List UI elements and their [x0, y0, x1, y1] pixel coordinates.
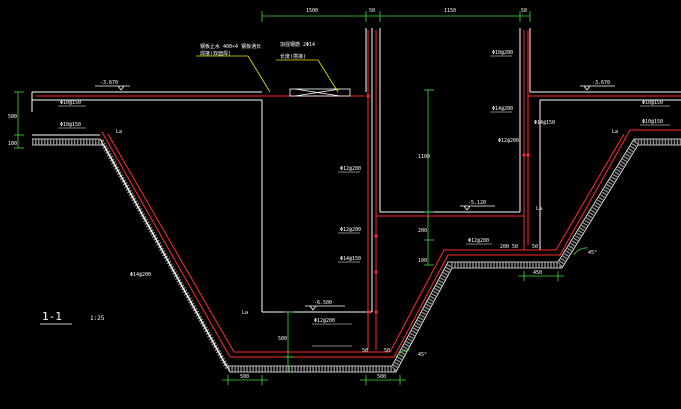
rebar-label-inner-step: Φ12@200 [468, 238, 489, 244]
leader-b-line2: 长度(搭接) [280, 53, 306, 60]
rebar-label-top-right: Φ10@150 [642, 100, 663, 106]
waterstop [289, 88, 351, 97]
dim-500-bottom-right: 500 [377, 374, 386, 380]
rebar-label-wall-mid: Φ12@200 [340, 166, 361, 172]
leader-a-line1: 钢板止水 400×4 钢板通长 [200, 43, 261, 50]
label-underlines [58, 55, 670, 347]
rebar-label-small-note: Φ14@150 [340, 256, 361, 262]
elev-top-right: -3.670 [592, 80, 610, 86]
cushion-edges [32, 138, 681, 373]
elev-inner-top: -5.120 [468, 200, 486, 206]
section-title-group: 1-1 1:25 [40, 310, 105, 325]
rebar-label-right-step: Φ12@200 [498, 138, 519, 144]
elevation-texts: -3.670 -3.670 -5.120 -6.500 [100, 80, 610, 306]
dim-450: 450 [533, 270, 542, 276]
angle-right-lower: 45° [418, 352, 427, 358]
rebar-label-slope-left: Φ14@200 [130, 272, 151, 278]
rebar-label-right-wall-b: Φ14@200 [492, 106, 513, 112]
la-mark-right: La [612, 129, 618, 135]
dim-100: 100 [418, 258, 427, 264]
dim-1150: 1150 [444, 8, 456, 14]
dimension-lines [14, 11, 589, 385]
dim-500-mid: 500 [278, 336, 287, 342]
rebar-dots [366, 94, 530, 314]
dim-50-left: 50 [369, 8, 375, 14]
elevation-markers [95, 85, 615, 311]
rebar-label-far-right: Φ10@150 [642, 119, 663, 125]
dim-500-bottom-left: 500 [240, 374, 249, 380]
elev-top-left: -3.670 [100, 80, 118, 86]
dim-50-bottom-right: 50 [384, 348, 390, 354]
section-title: 1-1 [42, 310, 62, 323]
leader-a-line2: 焊接(双面焊) [200, 50, 231, 57]
angle-right-upper: 45° [588, 250, 597, 256]
dim-1500: 1500 [306, 8, 318, 14]
dimension-texts: 1500 50 1150 50 500 100 1100 200 100 500… [8, 8, 542, 380]
dim-50-right: 50 [521, 8, 527, 14]
rebar-label-top-left: Φ10@150 [60, 100, 81, 106]
annotation-texts: 钢板止水 400×4 钢板通长 焊接(双面焊) 加强钢筋 2Φ14 长度(搭接)… [60, 41, 663, 324]
dim-left-100: 100 [8, 141, 17, 147]
la-mark-bottom: La [242, 310, 248, 316]
rebar-label-bottom: Φ12@200 [314, 318, 335, 324]
la-mark-left: La [116, 129, 122, 135]
rebar-label-far-left: Φ10@150 [60, 122, 81, 128]
leader-lines [196, 55, 339, 93]
la-mark-inner: La [536, 206, 542, 212]
rebar-label-right-wall-a: Φ10@200 [492, 50, 513, 56]
dim-200: 200 [418, 228, 427, 234]
rebar-label-wall-low: Φ12@200 [340, 227, 361, 233]
cushion-layer [32, 139, 681, 372]
dim-50-bottom-left: 50 [362, 348, 368, 354]
angle-texts: 45° 45° [418, 250, 597, 358]
dim-left-500: 500 [8, 114, 17, 120]
section-scale: 1:25 [90, 315, 105, 322]
dim-step-50-a: 50 [512, 244, 518, 250]
dim-step-50-b: 50 [532, 244, 538, 250]
rebar-label-right-wall-c: Φ14@150 [534, 120, 555, 126]
elev-inner-bottom: -6.500 [314, 300, 332, 306]
dim-1100: 1100 [418, 154, 430, 160]
dim-step-200: 200 [500, 244, 509, 250]
leader-b-line1: 加强钢筋 2Φ14 [280, 41, 315, 48]
concrete-outline [31, 28, 681, 313]
